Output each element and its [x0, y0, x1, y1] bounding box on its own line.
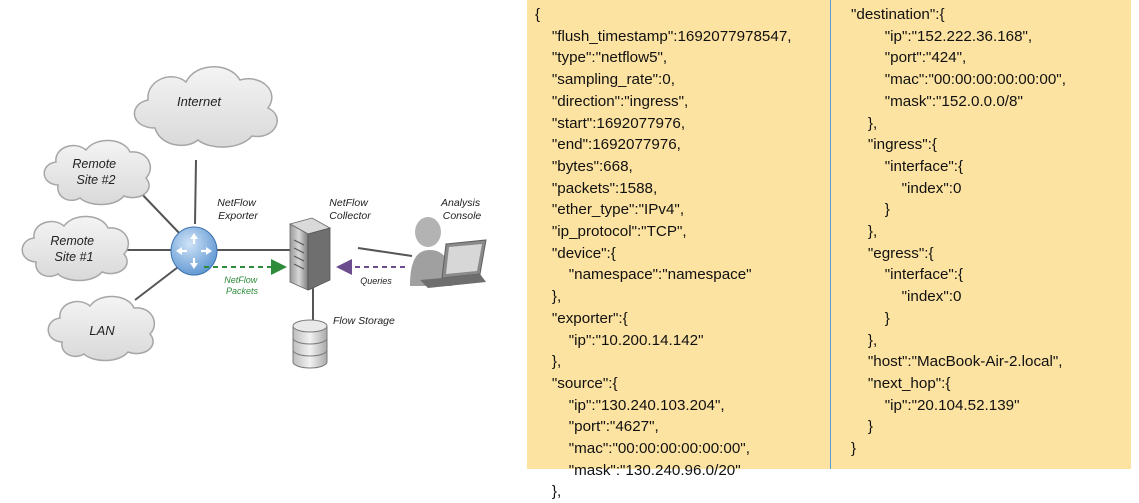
json-line: "type":"netflow5", — [535, 49, 668, 67]
remote-site-1-cloud: Remote Site #1 — [21, 215, 129, 282]
json-line: "interface":{ — [851, 157, 964, 175]
json-right-column: "destination":{ "ip":"152.222.36.168", "… — [851, 4, 1066, 460]
json-line: "ip":"20.104.52.139" — [851, 396, 1020, 414]
remote-site-1-line-1: Remote — [50, 234, 94, 248]
remote-site-2-line-1: Remote — [72, 157, 116, 171]
json-line: "device":{ — [535, 244, 616, 262]
remote-site-1-label: Remote Site #1 — [50, 234, 97, 264]
json-line: "flush_timestamp":1692077978547, — [535, 27, 792, 45]
lan-label: LAN — [89, 323, 115, 338]
queries-label: Queries — [360, 276, 392, 286]
console-line-2: Console — [443, 210, 482, 222]
json-line: "interface":{ — [851, 266, 964, 284]
remote-site-2-cloud: Remote Site #2 — [43, 139, 151, 206]
json-line: { — [535, 6, 541, 23]
json-line: "source":{ — [535, 374, 618, 392]
json-line: "ether_type":"IPv4", — [535, 201, 685, 219]
remote-site-2-line-2: Site #2 — [77, 173, 116, 187]
internet-label: Internet — [177, 94, 222, 109]
console-line-1: Analysis — [440, 197, 481, 209]
packets-label: NetFlow Packets — [224, 275, 260, 296]
storage-label: Flow Storage — [333, 315, 395, 327]
json-line: } — [851, 309, 890, 327]
router-icon — [170, 226, 218, 276]
analyst-icon — [410, 217, 487, 288]
json-line: "ip_protocol":"TCP", — [535, 223, 687, 241]
json-left-column: { "flush_timestamp":1692077978547, "type… — [535, 4, 791, 503]
json-line: "mac":"00:00:00:00:00:00", — [535, 440, 750, 458]
json-line: "ip":"152.222.36.168", — [851, 27, 1033, 45]
json-line: } — [851, 201, 890, 219]
json-line: "packets":1588, — [535, 179, 658, 197]
json-line: "host":"MacBook-Air-2.local", — [851, 353, 1063, 371]
network-links — [125, 159, 413, 320]
json-record-panel: { "flush_timestamp":1692077978547, "type… — [527, 0, 1131, 500]
json-line: "index":0 — [851, 179, 962, 197]
console-label: Analysis Console — [440, 197, 483, 222]
json-line: "namespace":"namespace" — [535, 266, 752, 284]
json-line: "ingress":{ — [851, 136, 937, 154]
json-line: "ip":"10.200.14.142" — [535, 331, 704, 349]
json-line: "bytes":668, — [535, 157, 633, 175]
exporter-label: NetFlow Exporter — [217, 197, 258, 222]
netflow-architecture-diagram: Internet Remote Site #2 Remote Site #1 L… — [21, 66, 487, 369]
exporter-line-1: NetFlow — [217, 197, 257, 209]
json-line: }, — [535, 483, 562, 501]
json-line: "ip":"130.240.103.204", — [535, 396, 725, 414]
remote-site-2-label: Remote Site #2 — [72, 157, 119, 187]
json-line: }, — [535, 288, 562, 306]
column-divider — [830, 0, 831, 469]
packets-line-1: NetFlow — [224, 275, 258, 285]
json-line: "mask":"152.0.0.0/8" — [851, 92, 1023, 110]
json-line: "mac":"00:00:00:00:00:00", — [851, 71, 1066, 89]
json-line: "port":"4627", — [535, 418, 659, 436]
json-line: "sampling_rate":0, — [535, 71, 675, 89]
json-line: }, — [851, 331, 878, 349]
exporter-line-2: Exporter — [218, 210, 258, 222]
remote-site-1-line-2: Site #1 — [55, 250, 94, 264]
database-icon — [292, 319, 328, 369]
internet-cloud: Internet — [133, 66, 278, 148]
lan-cloud: LAN — [47, 295, 155, 362]
json-line: "direction":"ingress", — [535, 92, 689, 110]
server-icon — [288, 217, 332, 291]
json-line: "egress":{ — [851, 244, 934, 262]
json-line: "start":1692077976, — [535, 114, 686, 132]
json-line: "exporter":{ — [535, 309, 628, 327]
json-line: } — [851, 418, 873, 436]
json-line: "next_hop":{ — [851, 374, 951, 392]
json-line: "index":0 — [851, 288, 962, 306]
json-line: "mask":"130.240.96.0/20" — [535, 461, 741, 479]
collector-line-1: NetFlow — [329, 197, 369, 209]
json-line: }, — [851, 223, 878, 241]
json-line: }, — [535, 353, 562, 371]
json-line: } — [851, 440, 857, 458]
packets-line-2: Packets — [226, 286, 259, 296]
collector-label: NetFlow Collector — [329, 197, 371, 222]
json-line: "port":"424", — [851, 49, 967, 67]
collector-line-2: Collector — [329, 210, 371, 222]
json-line: }, — [851, 114, 878, 132]
json-line: "destination":{ — [851, 6, 945, 23]
json-line: "end":1692077976, — [535, 136, 681, 154]
